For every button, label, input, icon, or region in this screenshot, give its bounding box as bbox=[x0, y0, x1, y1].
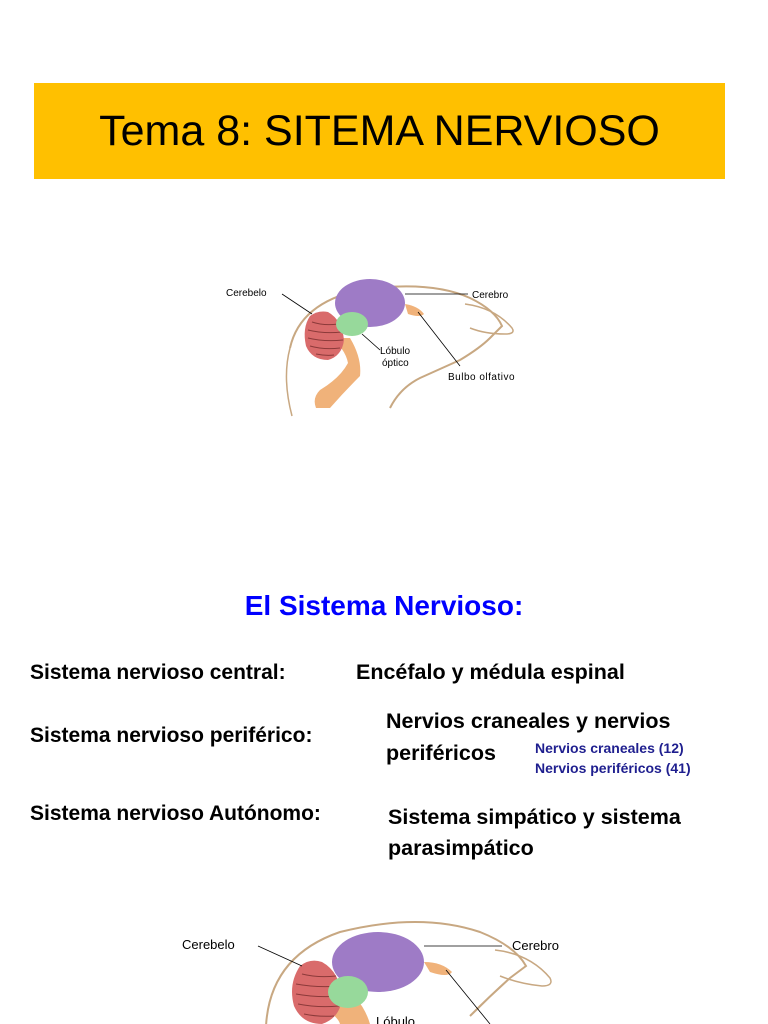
slide-title: Tema 8: SITEMA NERVIOSO bbox=[99, 106, 660, 155]
label-bulbo: Bulbo olfativo bbox=[448, 372, 515, 383]
row-value-autonomo-2: parasimpático bbox=[388, 836, 534, 860]
section-heading: El Sistema Nervioso: bbox=[244, 590, 524, 621]
label-lobulo-1: Lóbulo bbox=[380, 346, 410, 357]
beak-outline bbox=[494, 949, 552, 987]
beak-outline bbox=[464, 303, 514, 335]
label-lobulo: Lóbulo bbox=[376, 1014, 415, 1024]
row-value-periferico-1: Nervios craneales y nervios bbox=[386, 709, 671, 733]
label-lobulo-2: óptico bbox=[382, 358, 409, 369]
neck-outline bbox=[285, 347, 293, 417]
cerebelo-shape bbox=[304, 311, 344, 360]
label-cerebelo: Cerebelo bbox=[226, 288, 267, 299]
cerebelo-shape bbox=[292, 960, 342, 1024]
label-cerebelo: Cerebelo bbox=[182, 937, 235, 952]
row-label-periferico: Sistema nervioso periférico: bbox=[30, 724, 313, 747]
title-banner: Tema 8: SITEMA NERVIOSO bbox=[34, 83, 725, 179]
head-outline bbox=[265, 921, 528, 1024]
note-nervios-perifericos: Nervios periféricos (41) bbox=[535, 760, 691, 776]
bulbo-olfativo-shape bbox=[405, 304, 424, 316]
cerebro-shape bbox=[332, 932, 424, 992]
label-cerebro: Cerebro bbox=[512, 938, 559, 953]
lobulo-optico-shape bbox=[328, 976, 368, 1008]
label-cerebro: Cerebro bbox=[472, 290, 509, 301]
note-nervios-craneales: Nervios craneales (12) bbox=[535, 740, 684, 756]
lobulo-optico-shape bbox=[336, 312, 368, 336]
row-value-autonomo-1: Sistema simpático y sistema bbox=[388, 805, 681, 829]
bird-brain-figure-bottom: Cerebelo Cerebro Lóbulo bbox=[170, 906, 590, 1024]
row-label-central: Sistema nervioso central: bbox=[30, 661, 286, 684]
row-value-central: Encéfalo y médula espinal bbox=[356, 660, 625, 684]
row-label-autonomo: Sistema nervioso Autónomo: bbox=[30, 802, 321, 825]
brain-stem bbox=[314, 338, 361, 408]
bird-brain-figure-top: Cerebelo Cerebro Lóbulo óptico Bulbo olf… bbox=[220, 268, 540, 418]
row-value-periferico-2: periféricos bbox=[386, 741, 496, 765]
bulbo-olfativo-shape bbox=[424, 962, 452, 975]
